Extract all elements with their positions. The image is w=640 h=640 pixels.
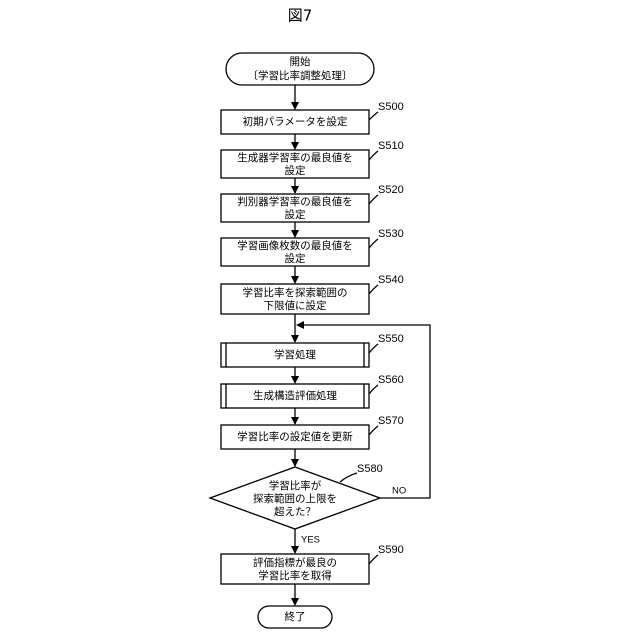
step-s550-id: S550 — [378, 333, 404, 345]
step-s500: 初期パラメータを設定 S500 — [221, 101, 404, 134]
step-s580-leader — [340, 473, 357, 482]
step-s590-label: 評価指標が最良の — [253, 556, 337, 569]
step-s510-leader — [369, 151, 378, 160]
step-s560-label: 生成構造評価処理 — [253, 389, 337, 402]
step-s590-id: S590 — [378, 544, 404, 556]
step-s540-label: 学習比率を探索範囲の — [243, 286, 348, 299]
step-s580-label-2: 探索範囲の上限を — [253, 492, 337, 505]
step-s570-label: 学習比率の設定値を更新 — [237, 430, 353, 443]
step-s520-id: S520 — [378, 184, 404, 196]
figure-title: 図7 — [288, 7, 313, 25]
step-s580-id: S580 — [357, 463, 383, 475]
step-s500-id: S500 — [378, 101, 404, 113]
start-label: 開始 — [290, 55, 311, 68]
step-s540: 学習比率を探索範囲の 下限値に設定 S540 — [221, 274, 404, 314]
step-s570: 学習比率の設定値を更新 S570 — [221, 415, 404, 449]
step-s530: 学習画像枚数の最良値を 設定 S530 — [221, 228, 404, 266]
step-s590-leader — [369, 555, 378, 564]
step-s510-label-2: 設定 — [285, 164, 306, 177]
step-s550: 学習処理 S550 — [221, 333, 404, 367]
step-s520-leader — [369, 195, 378, 204]
step-s510: 生成器学習率の最良値を 設定 S510 — [221, 140, 404, 178]
step-s570-id: S570 — [378, 415, 404, 427]
step-s540-leader — [369, 285, 378, 294]
step-s530-leader — [369, 239, 378, 248]
step-s520-label-2: 設定 — [285, 208, 306, 221]
step-s580-label-3: 超えた？ — [274, 505, 316, 518]
step-s560-id: S560 — [378, 374, 404, 386]
end-terminal: 終了 — [258, 606, 332, 628]
step-s550-leader — [369, 344, 378, 353]
step-s500-label: 初期パラメータを設定 — [243, 115, 348, 128]
step-s560-leader — [369, 385, 378, 394]
no-label: NO — [392, 486, 406, 497]
step-s520-label: 判別器学習率の最良値を — [237, 195, 353, 208]
step-s540-label-2: 下限値に設定 — [264, 299, 327, 312]
step-s500-leader — [369, 112, 378, 120]
step-s530-label-2: 設定 — [285, 252, 306, 265]
step-s510-label: 生成器学習率の最良値を — [237, 151, 353, 164]
step-s590-label-2: 学習比率を取得 — [258, 569, 332, 582]
step-s530-id: S530 — [378, 228, 404, 240]
step-s590: 評価指標が最良の 学習比率を取得 S590 — [221, 544, 404, 584]
step-s560: 生成構造評価処理 S560 — [221, 374, 404, 408]
yes-label: YES — [301, 535, 320, 546]
step-s530-label: 学習画像枚数の最良値を — [237, 239, 353, 252]
step-s520: 判別器学習率の最良値を 設定 S520 — [221, 184, 404, 222]
step-s550-label: 学習処理 — [274, 348, 316, 361]
start-terminal: 開始 〔学習比率調整処理〕 — [226, 53, 374, 85]
step-s510-id: S510 — [378, 140, 404, 152]
step-s580: 学習比率が 探索範囲の上限を 超えた？ S580 NO YES — [210, 463, 406, 546]
end-label: 終了 — [285, 610, 306, 623]
start-sublabel: 〔学習比率調整処理〕 — [248, 69, 353, 82]
step-s570-leader — [369, 426, 378, 435]
step-s540-id: S540 — [378, 274, 404, 286]
step-s580-label: 学習比率が — [269, 479, 322, 492]
